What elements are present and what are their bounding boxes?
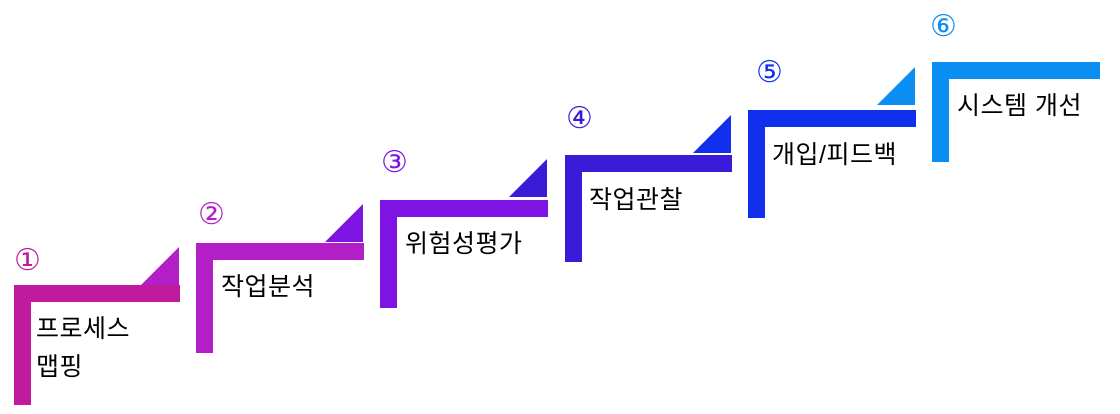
step-up-arrow-icon-2 — [325, 204, 363, 242]
step-up-arrow-icon-4 — [693, 115, 731, 153]
step-5-tread-bar — [748, 110, 916, 127]
step-1-number-badge: ① — [14, 243, 41, 278]
step-2-riser-bar — [196, 243, 213, 353]
step-5-number-badge: ⑤ — [756, 55, 783, 90]
step-4-label: 작업관찰 — [589, 186, 684, 214]
step-3-label: 위험성평가 — [405, 230, 523, 258]
step-1-tread-bar — [14, 285, 180, 302]
step-5-riser-bar — [748, 110, 765, 218]
step-2-tread-bar — [196, 243, 364, 260]
step-6-tread-bar — [932, 62, 1100, 79]
step-4-tread-bar — [565, 155, 732, 172]
step-1-riser-bar — [14, 285, 31, 405]
step-3-tread-bar — [380, 200, 548, 217]
step-6-riser-bar — [932, 62, 949, 162]
step-6-label: 시스템 개선 — [957, 92, 1082, 120]
step-5-label: 개입/피드백 — [772, 141, 897, 169]
step-1-label-line-2: 맵핑 — [36, 353, 84, 381]
step-4-riser-bar — [565, 155, 582, 262]
step-4-number-badge: ④ — [566, 101, 593, 136]
step-3-riser-bar — [380, 200, 397, 308]
step-up-arrow-icon-5 — [877, 67, 915, 105]
step-3-number-badge: ③ — [381, 145, 408, 180]
step-6-number-badge: ⑥ — [930, 9, 957, 44]
step-up-arrow-icon-3 — [509, 159, 547, 197]
step-1-label-line-1: 프로세스 — [36, 315, 131, 343]
step-1-label: 프로세스 맵핑 — [36, 310, 130, 386]
step-2-label: 작업분석 — [221, 273, 316, 301]
step-2-number-badge: ② — [198, 197, 225, 232]
step-up-arrow-icon-1 — [141, 247, 179, 285]
